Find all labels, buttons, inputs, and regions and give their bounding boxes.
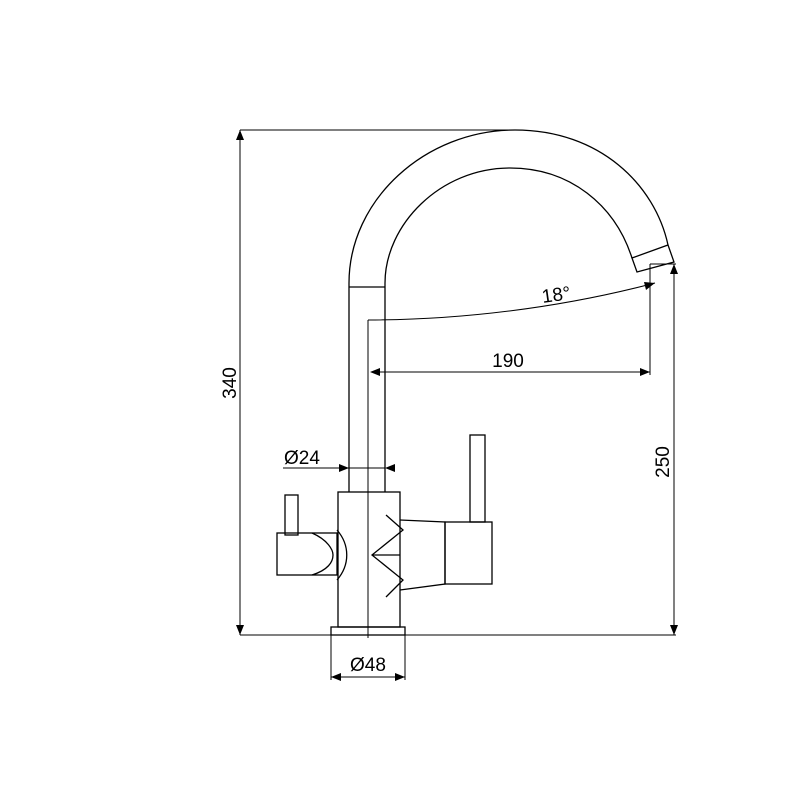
total-height-label: 340 bbox=[220, 367, 241, 399]
column-diameter-label: Ø24 bbox=[284, 448, 320, 469]
base-diameter-label: Ø48 bbox=[350, 655, 386, 676]
dimension-spout-height: 250 bbox=[405, 263, 678, 636]
dimension-spout-angle: 18° bbox=[367, 282, 656, 321]
dimension-base-diameter: Ø48 bbox=[330, 635, 406, 681]
dimension-total-height: 340 bbox=[220, 129, 515, 636]
spout-angle-label: 18° bbox=[541, 283, 572, 308]
spout-reach-label: 190 bbox=[492, 351, 524, 372]
faucet-outline bbox=[276, 129, 675, 636]
spout-height-label: 250 bbox=[653, 446, 674, 478]
dimension-column-diameter: Ø24 bbox=[283, 448, 395, 472]
dimension-spout-reach: 190 bbox=[367, 264, 651, 638]
